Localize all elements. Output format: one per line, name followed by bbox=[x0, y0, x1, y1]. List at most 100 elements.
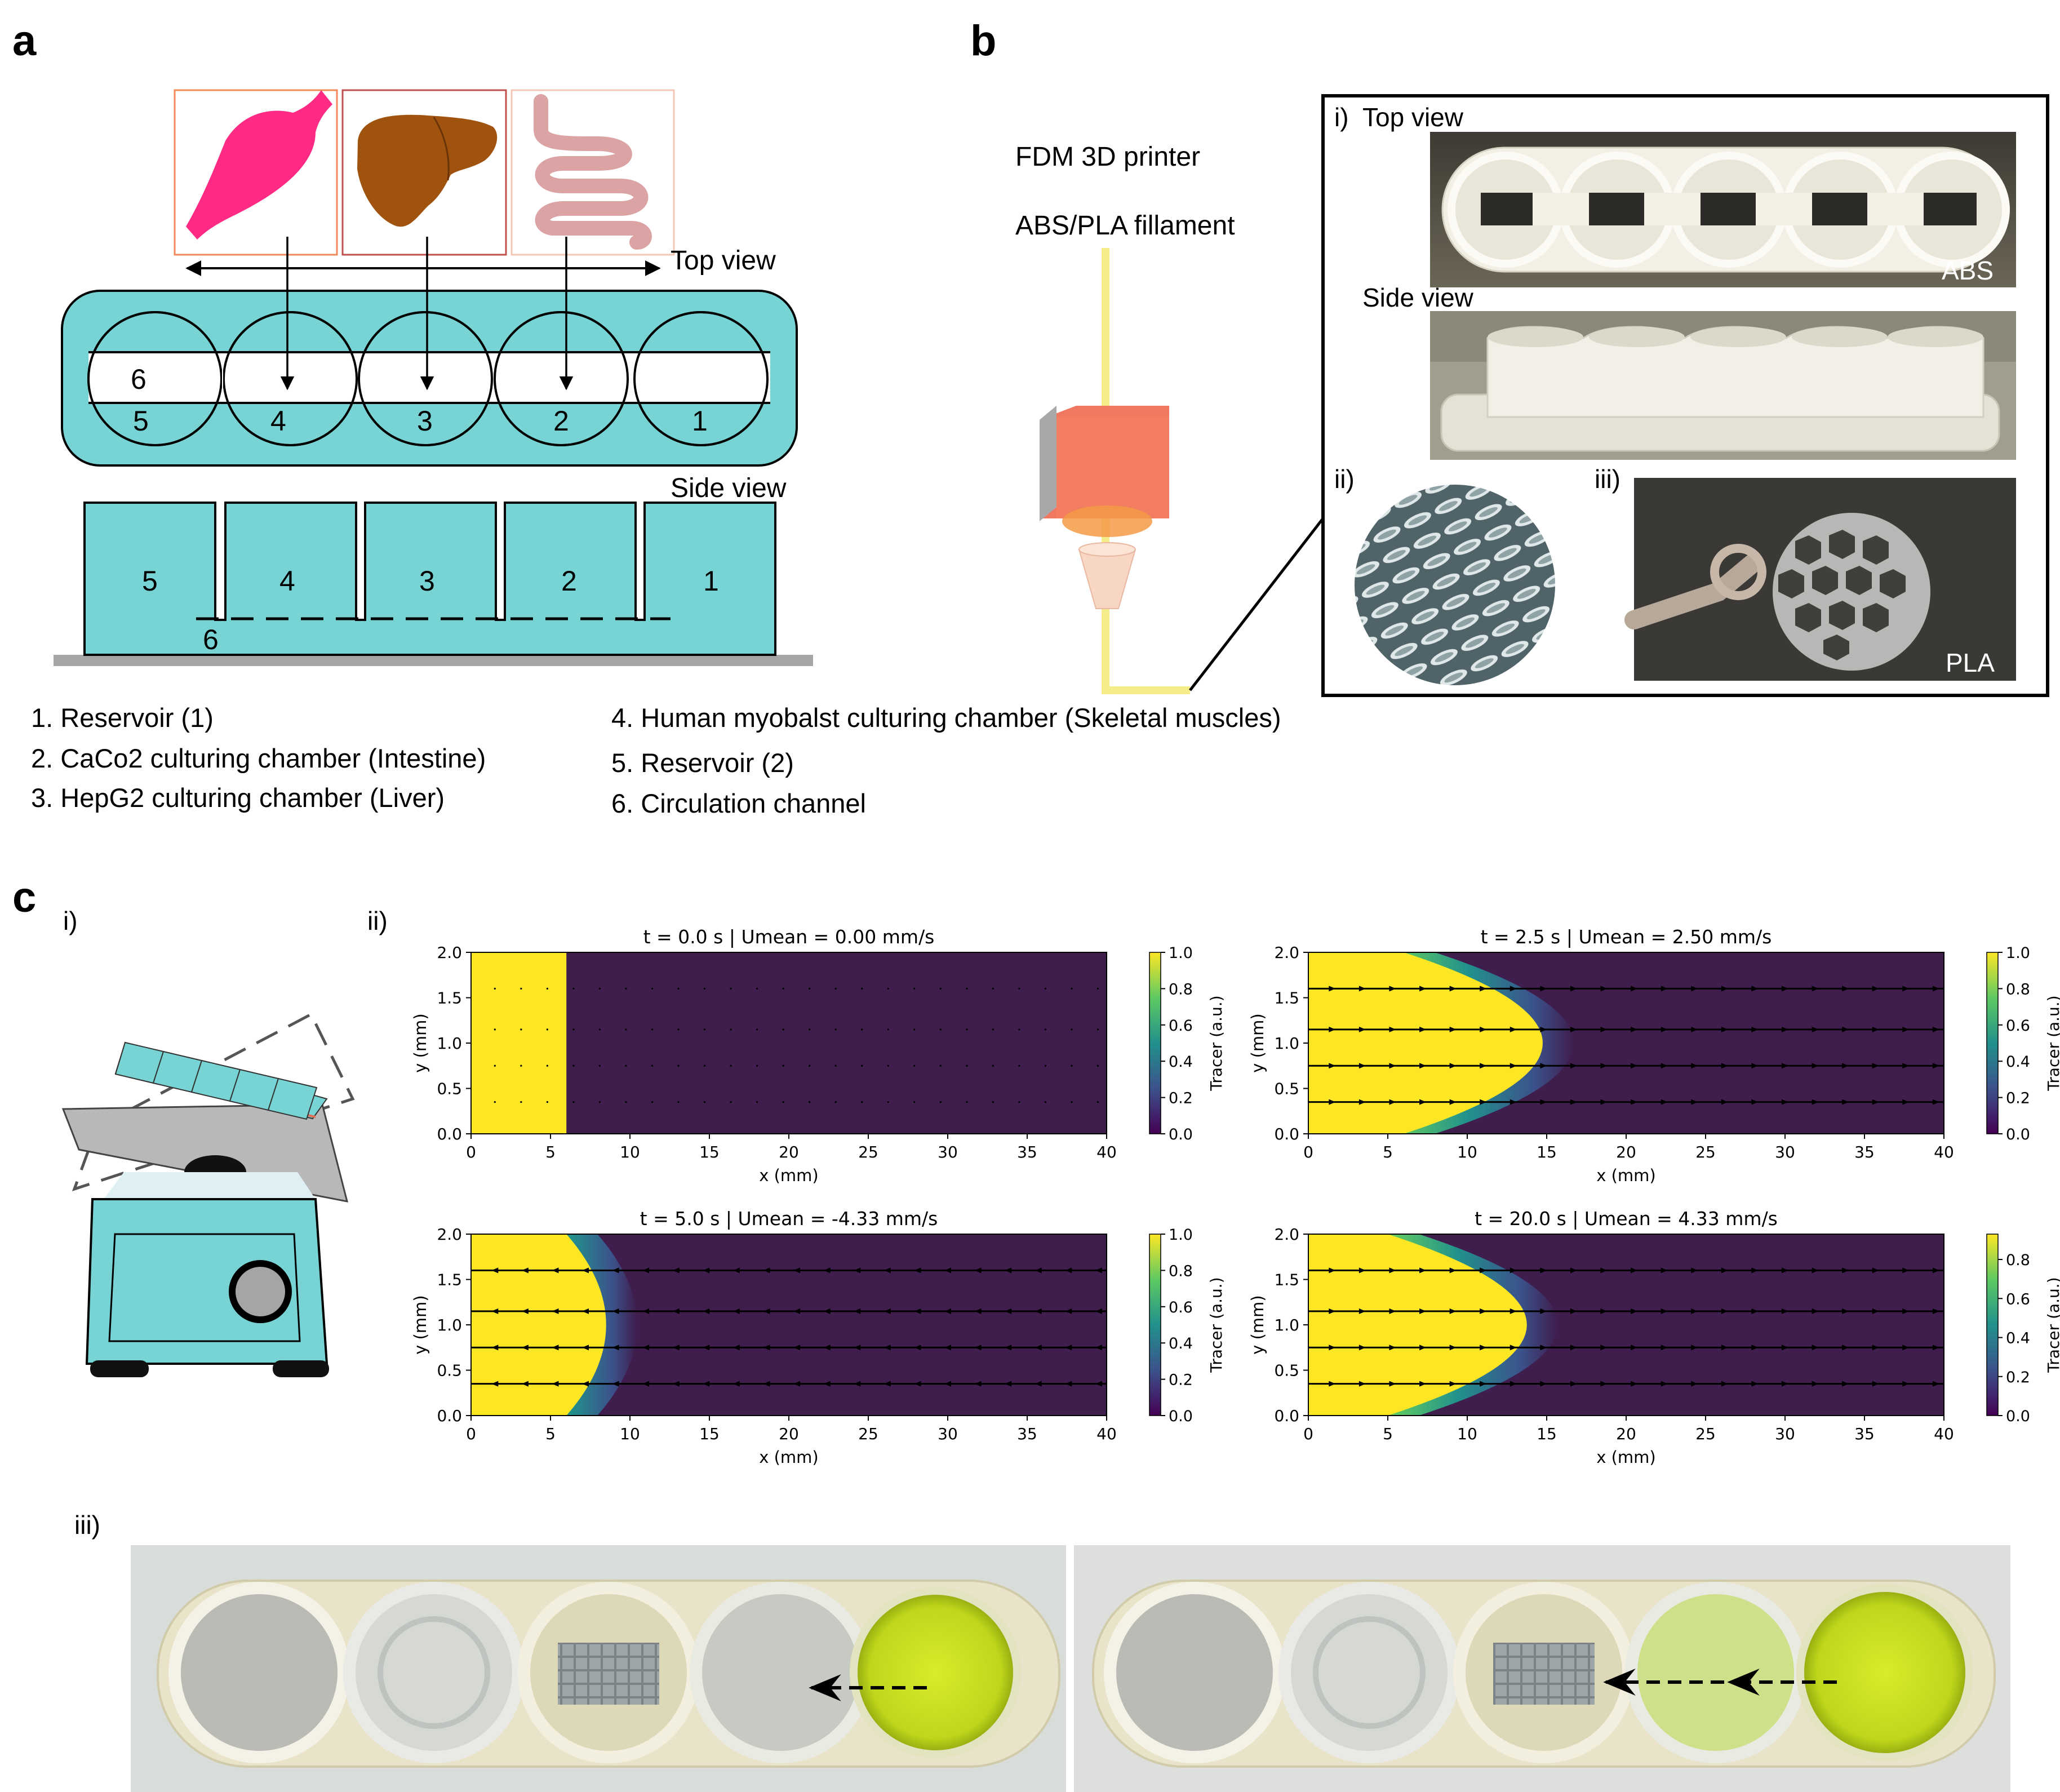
streamline-arrow bbox=[1691, 1099, 1698, 1105]
x-tick-label: 20 bbox=[779, 1425, 799, 1443]
velocity-dot bbox=[1071, 1064, 1073, 1067]
streamline-arrow bbox=[491, 1345, 499, 1351]
top-view-label: Top view bbox=[671, 246, 776, 276]
rocker-shaker-icon bbox=[61, 1012, 355, 1377]
filament-label: ABS/PLA fillament bbox=[1015, 211, 1235, 241]
velocity-dot bbox=[651, 1064, 654, 1067]
streamline-arrow bbox=[1358, 1063, 1366, 1069]
streamline-arrow bbox=[1902, 1099, 1910, 1105]
inset-label-iii: iii) bbox=[1595, 464, 1621, 494]
streamline-arrow bbox=[1065, 1345, 1072, 1351]
side-base-plate bbox=[54, 655, 813, 666]
streamline-arrow bbox=[1872, 1345, 1879, 1351]
streamline-arrow bbox=[854, 1267, 861, 1274]
x-tick-label: 30 bbox=[938, 1143, 958, 1161]
streamline-arrow bbox=[732, 1308, 740, 1314]
streamline-arrow bbox=[1631, 1345, 1638, 1351]
streamline-arrow bbox=[612, 1345, 619, 1351]
y-tick-label: 2.0 bbox=[437, 1225, 462, 1244]
colorbar-tick-label: 0.4 bbox=[2006, 1053, 2030, 1071]
streamline-arrow bbox=[1631, 986, 1638, 992]
streamline-arrow bbox=[1631, 1267, 1638, 1274]
plot-title: t = 0.0 s | Umean = 0.00 mm/s bbox=[643, 926, 935, 948]
colorbar-tick-label: 0.0 bbox=[2006, 1126, 2030, 1143]
y-tick-label: 1.0 bbox=[1274, 1034, 1299, 1053]
legend-item-1: 1. Reservoir (1) bbox=[31, 703, 214, 733]
streamline-arrow bbox=[1721, 1026, 1728, 1032]
velocity-dot bbox=[861, 1028, 863, 1031]
x-tick-label: 25 bbox=[1695, 1425, 1716, 1443]
x-tick-label: 35 bbox=[1854, 1425, 1875, 1443]
streamline-arrow bbox=[521, 1308, 529, 1314]
top-chamber-4: 4 bbox=[270, 405, 286, 437]
streamline-arrow bbox=[1902, 986, 1910, 992]
streamline-arrow bbox=[1510, 1345, 1517, 1351]
streamline-arrow bbox=[1480, 1345, 1487, 1351]
streamline-arrow bbox=[1721, 1345, 1728, 1351]
streamline-arrow bbox=[1932, 1063, 1939, 1069]
velocity-dot bbox=[913, 1028, 916, 1031]
colorbar-tick-label: 1.0 bbox=[2006, 944, 2030, 962]
x-tick-label: 0 bbox=[1303, 1143, 1313, 1161]
streamline-arrow bbox=[914, 1381, 921, 1387]
x-tick-label: 10 bbox=[1457, 1425, 1477, 1443]
streamline-arrow bbox=[1389, 1267, 1396, 1274]
streamline-arrow bbox=[1570, 1099, 1577, 1105]
panel-letter-c: c bbox=[12, 873, 36, 921]
colorbar bbox=[1149, 952, 1161, 1134]
streamline-arrow bbox=[1721, 1267, 1728, 1274]
streamline-arrow bbox=[1449, 1099, 1457, 1105]
x-tick-label: 25 bbox=[858, 1143, 878, 1161]
streamline-arrow bbox=[854, 1381, 861, 1387]
streamline-arrow bbox=[1389, 1345, 1396, 1351]
y-tick-label: 0.0 bbox=[1274, 1125, 1299, 1143]
inset-label-ii: ii) bbox=[1334, 464, 1355, 494]
streamline-arrow bbox=[672, 1381, 680, 1387]
streamline-arrow bbox=[1065, 1308, 1072, 1314]
streamline-arrow bbox=[1419, 986, 1427, 992]
streamline-arrow bbox=[1329, 1267, 1336, 1274]
velocity-dot bbox=[598, 1064, 601, 1067]
streamline-arrow bbox=[1932, 1099, 1939, 1105]
streamline-arrow bbox=[1751, 1345, 1759, 1351]
x-tick-label: 10 bbox=[620, 1143, 640, 1161]
velocity-dot bbox=[494, 1028, 496, 1031]
streamline-arrow bbox=[1721, 986, 1728, 992]
streamline-arrow bbox=[1540, 1308, 1547, 1314]
streamline-arrow bbox=[1540, 1063, 1547, 1069]
streamline-arrow bbox=[612, 1267, 619, 1274]
flow-photo-right bbox=[1074, 1545, 2010, 1792]
streamline-arrow bbox=[1902, 1381, 1910, 1387]
pla-label: PLA bbox=[1946, 648, 1995, 677]
streamline-arrow bbox=[1691, 1308, 1698, 1314]
streamline-arrow bbox=[1095, 1345, 1102, 1351]
velocity-dot bbox=[625, 987, 627, 990]
streamline-arrow bbox=[1600, 1381, 1608, 1387]
streamline-arrow bbox=[1631, 1099, 1638, 1105]
velocity-dot bbox=[598, 987, 601, 990]
colorbar-tick-label: 0.6 bbox=[1169, 1017, 1193, 1035]
colorbar-label: Tracer (a.u.) bbox=[1207, 995, 1226, 1091]
velocity-dot bbox=[913, 1101, 916, 1103]
colorbar bbox=[1986, 1234, 1999, 1416]
tracer-front bbox=[1308, 952, 1543, 1134]
streamline-arrow bbox=[974, 1267, 982, 1274]
panel-letter-a: a bbox=[12, 17, 37, 65]
y-tick-label: 1.5 bbox=[1274, 989, 1299, 1008]
streamline-arrow bbox=[1661, 1026, 1668, 1032]
streamline-arrow bbox=[1419, 1345, 1427, 1351]
legend-item-4: 4. Human myobalst culturing chamber (Ske… bbox=[611, 703, 1281, 733]
streamline-arrow bbox=[1872, 1308, 1879, 1314]
velocity-dot bbox=[703, 1028, 706, 1031]
x-tick-label: 20 bbox=[1616, 1425, 1636, 1443]
velocity-dot bbox=[966, 1101, 968, 1103]
streamline-arrow bbox=[1449, 1026, 1457, 1032]
streamline-arrow bbox=[1902, 1267, 1910, 1274]
streamline-arrow bbox=[1751, 1267, 1759, 1274]
colorbar-tick-label: 0.8 bbox=[1169, 1262, 1193, 1280]
streamline-arrow bbox=[1812, 1063, 1819, 1069]
streamline-arrow bbox=[1631, 1026, 1638, 1032]
streamline-arrow bbox=[1721, 1308, 1728, 1314]
tracer-front bbox=[1308, 1234, 1527, 1416]
streamline-arrow bbox=[1600, 1026, 1608, 1032]
